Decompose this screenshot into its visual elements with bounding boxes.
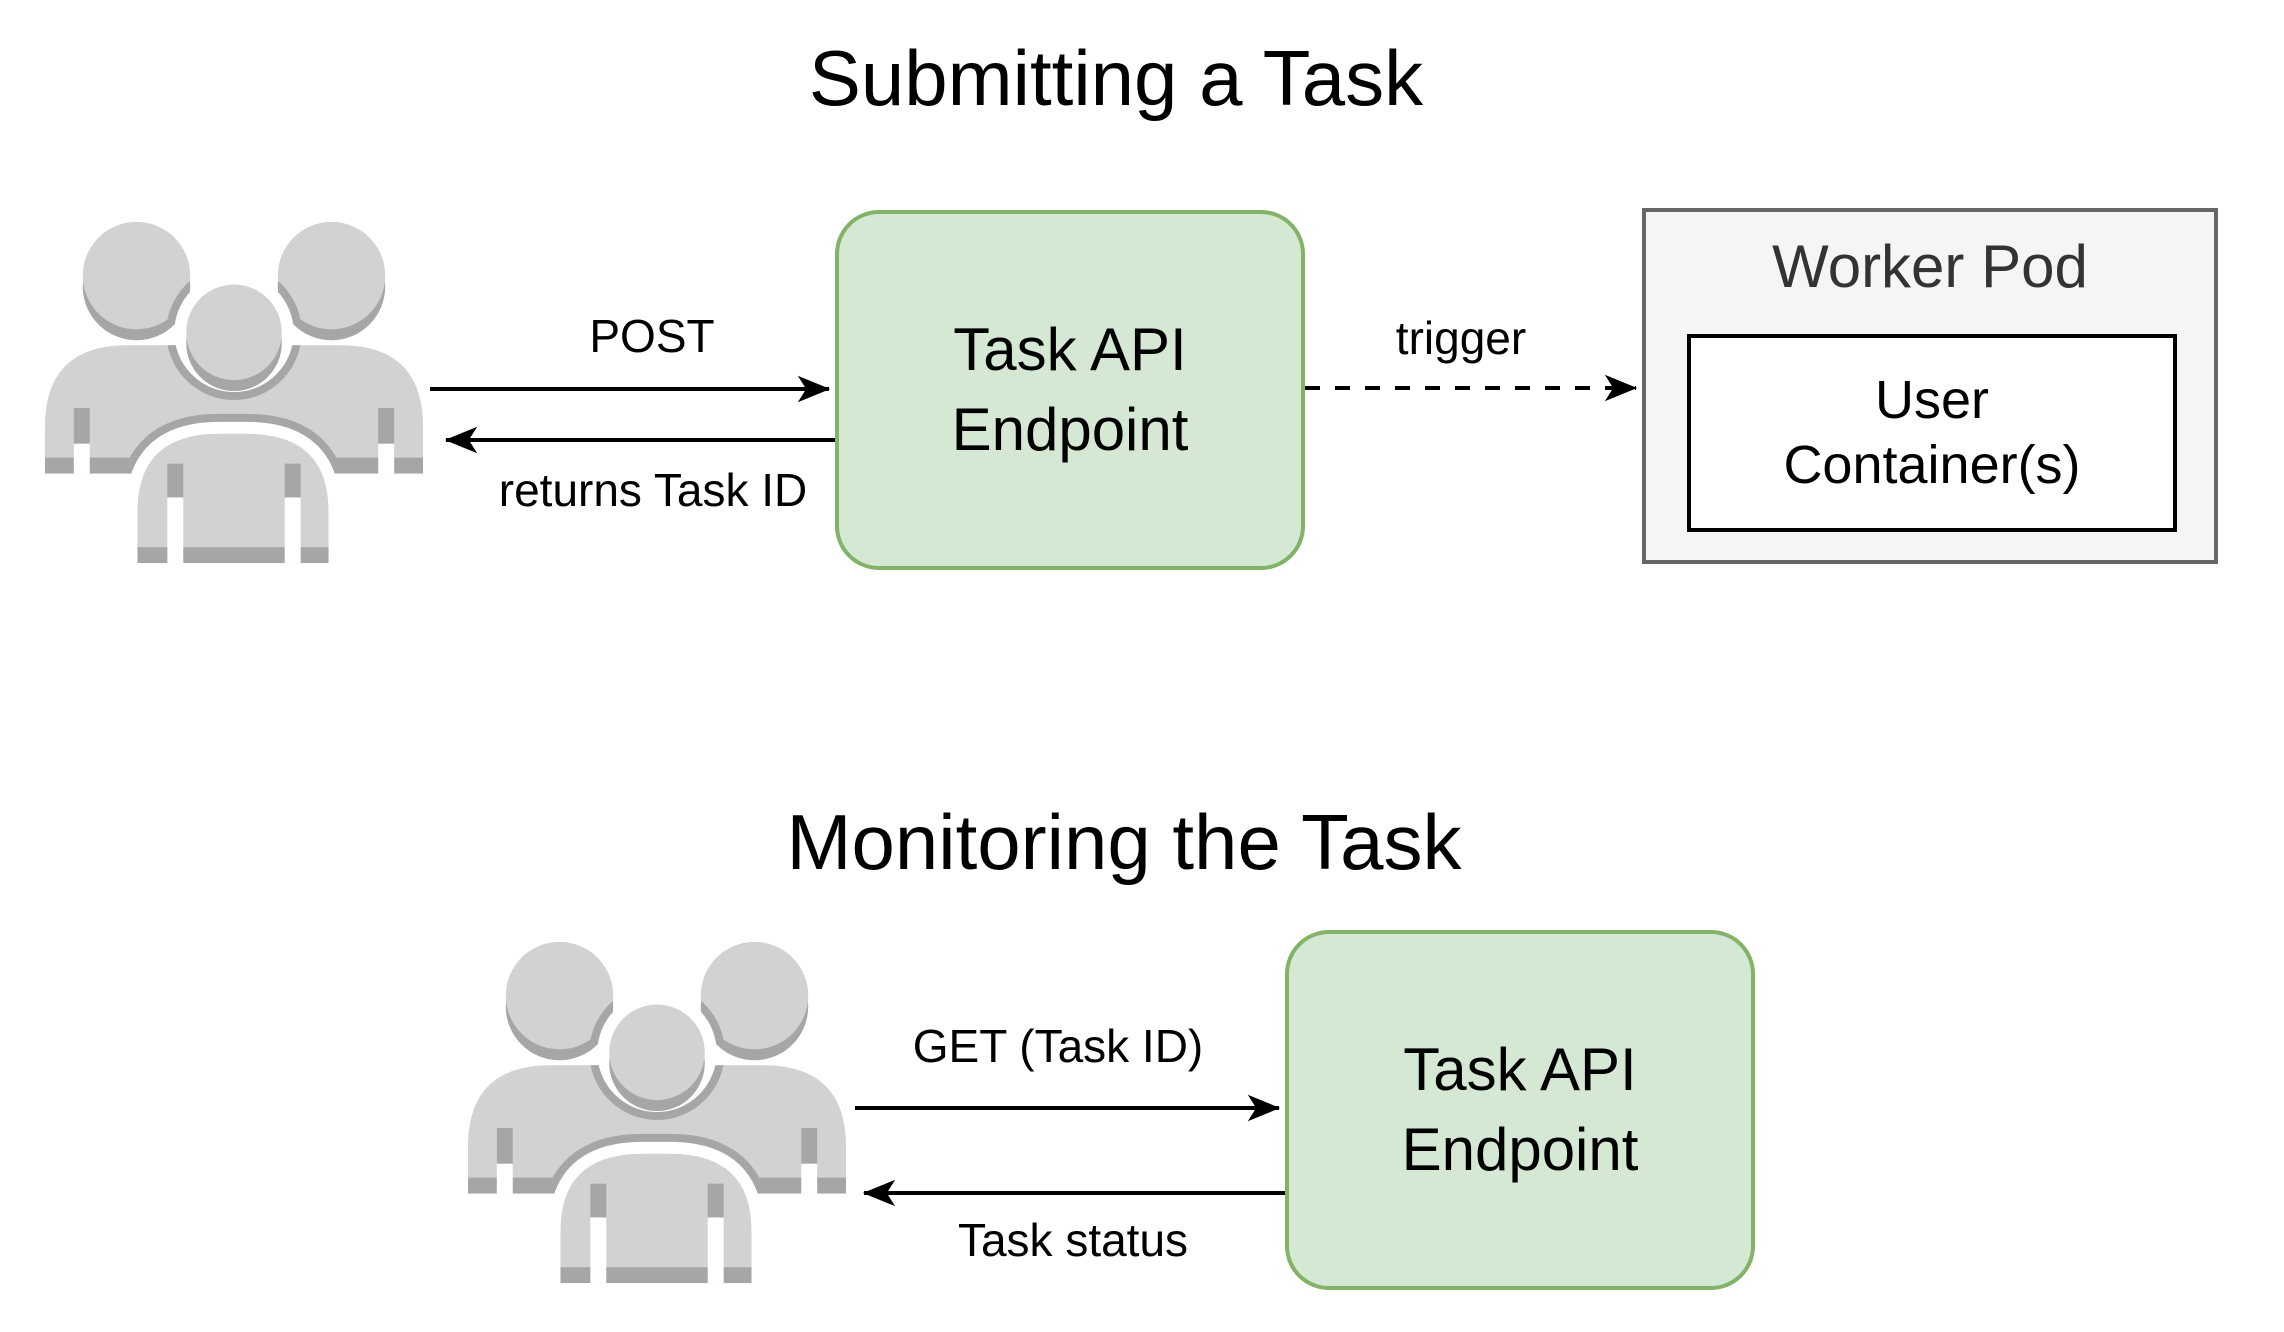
task-api-endpoint-label-line1: Task API	[1403, 1036, 1637, 1104]
user-container-label-line2: Container(s)	[1783, 435, 2081, 495]
task-api-endpoint-node-monitoring: Task API Endpoint	[1285, 930, 1755, 1290]
post-edge-label: POST	[583, 313, 721, 359]
worker-pod-title: Worker Pod	[1772, 233, 2088, 300]
task-api-endpoint-label-line2: Endpoint	[951, 396, 1189, 463]
task-api-endpoint-node-submitting: Task API Endpoint	[835, 210, 1305, 570]
returns-task-id-edge-label: returns Task ID	[492, 467, 814, 513]
users-group-icon	[463, 932, 851, 1294]
task-api-endpoint-label-line2: Endpoint	[1401, 1116, 1639, 1183]
monitoring-section-title: Monitoring the Task	[786, 798, 1462, 886]
task-api-endpoint-label-line1: Task API	[953, 316, 1187, 384]
trigger-edge-label: trigger	[1389, 315, 1533, 361]
worker-pod-node: Worker Pod User Container(s)	[1642, 208, 2218, 564]
get-task-id-edge-label: GET (Task ID)	[906, 1023, 1210, 1069]
user-container-node: User Container(s)	[1687, 334, 2177, 532]
submitting-section-title: Submitting a Task	[808, 34, 1424, 122]
users-group-icon	[40, 212, 428, 574]
user-container-label-line1: User	[1874, 370, 1989, 431]
task-status-edge-label: Task status	[951, 1217, 1195, 1263]
